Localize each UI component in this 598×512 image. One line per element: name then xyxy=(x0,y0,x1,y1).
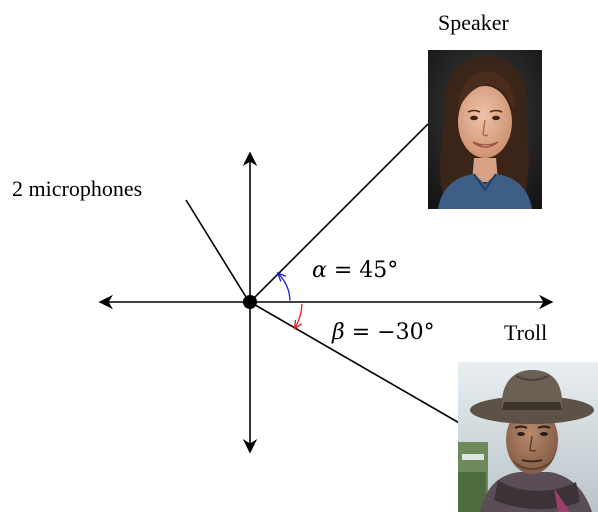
alpha-angle-arc xyxy=(278,274,291,301)
troll-portrait-image xyxy=(458,362,598,512)
microphones-pointer-line xyxy=(185,199,247,298)
beta-symbol: β xyxy=(332,320,345,345)
alpha-equation: α = 45° xyxy=(312,260,398,282)
speaker-portrait-image xyxy=(428,50,542,209)
beta-angle-arc xyxy=(295,303,303,328)
speaker-label: Speaker xyxy=(438,10,509,35)
beta-equation: β = −30° xyxy=(332,322,435,344)
troll-label: Troll xyxy=(504,320,548,345)
troll-direction-line xyxy=(249,301,469,429)
beta-value: = −30° xyxy=(344,320,435,345)
alpha-symbol: α xyxy=(312,258,327,283)
alpha-value: = 45° xyxy=(326,258,399,283)
troll-photo xyxy=(458,362,598,512)
microphones-label: 2 microphones xyxy=(12,176,143,201)
microphones-origin-dot xyxy=(243,295,257,309)
speaker-photo xyxy=(428,50,542,209)
